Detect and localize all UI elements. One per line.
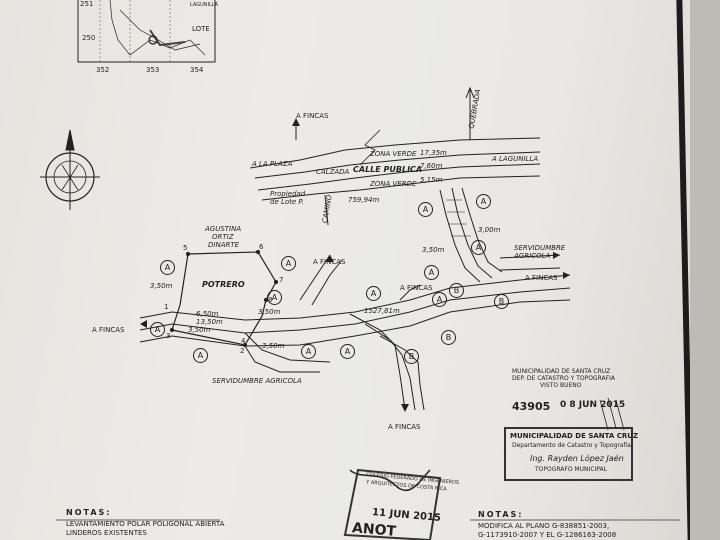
calzada-label: CALZADA	[316, 168, 350, 176]
lot-name: POTRERO	[202, 280, 245, 289]
location-marker	[148, 35, 158, 45]
map-label-lagunilla: LAGUNILLA	[190, 2, 219, 8]
zone-b-marker: B	[404, 349, 419, 364]
zone-a-marker: A	[476, 194, 491, 209]
main-distance-label: 1527,81m	[364, 307, 400, 315]
vertex-3: 3	[166, 332, 171, 340]
zona-verde-top-label: ZONA VERDE	[370, 150, 417, 158]
to-fincas-3: A FINCAS	[525, 274, 558, 282]
lot-width-s1: 3,50m	[188, 326, 211, 334]
zone-b-marker: B	[494, 294, 509, 309]
location-map-roads	[109, 0, 206, 56]
lot-width-s2: 3,50m	[262, 342, 285, 350]
zone-a-marker: A	[160, 260, 175, 275]
map-label-353: 353	[146, 66, 160, 74]
zone-a-marker: A	[193, 348, 208, 363]
map-label-352: 352	[96, 66, 110, 74]
zone-a-marker: A	[471, 240, 486, 255]
zone-a-marker: A	[301, 344, 316, 359]
notes-right-line2: G-1173910-2007 Y EL G-1286163-2008	[478, 531, 617, 539]
engineer-name: Ing. Rayden López Jaén	[530, 454, 624, 463]
to-fincas-4: A FINCAS	[92, 326, 125, 334]
dept-sub: Departamento de Catastro y Topografía	[512, 442, 631, 449]
notes-right-line1: MODIFICA AL PLANO G-838851-2003,	[478, 522, 610, 530]
servidumbre-east: SERVIDUMBRE AGRICOLA	[514, 244, 566, 260]
to-fincas-1: A FINCAS	[313, 258, 346, 266]
width-top-label: 17,35m	[420, 149, 447, 157]
lot-width-east: 3,50m	[258, 308, 281, 316]
notes-left-line1: LEVANTAMIENTO POLAR POLIGONAL ABIERTA	[66, 520, 225, 528]
map-label-251: 251	[80, 0, 94, 8]
to-plaza-label: A LA PLAZA	[252, 160, 293, 168]
zone-b-marker: B	[441, 330, 456, 345]
vertex-2: 2	[240, 347, 245, 355]
side-path	[439, 187, 503, 283]
map-label-250: 250	[82, 34, 96, 42]
colegio-signature	[349, 469, 431, 492]
road-distance-label: 759,94m	[348, 196, 380, 204]
vertex-6: 6	[259, 243, 264, 251]
lot-owner-line3: DINARTE	[208, 241, 240, 249]
lot-seg-b: 13,50m	[196, 318, 223, 326]
width-bottom-label: 5,15m	[420, 176, 443, 184]
notes-right-header: NOTAS:	[478, 510, 524, 519]
muni-line2: DEP. DE CATASTRO Y TOPOGRAFIA	[512, 375, 615, 382]
to-fincas-north-label: A FINCAS	[296, 112, 329, 120]
vertex-5: 5	[183, 244, 188, 252]
desk-background	[690, 0, 720, 540]
muni-line3: VISTO BUENO	[540, 382, 582, 389]
zone-a-marker: A	[281, 256, 296, 271]
zone-a-marker: A	[366, 286, 381, 301]
date-stamp: 0 8 JUN 2015	[560, 400, 626, 410]
dept-title: MUNICIPALIDAD DE SANTA CRUZ	[510, 432, 639, 440]
notes-left-line2: LINDEROS EXISTENTES	[66, 529, 147, 537]
map-label-lote: LOTE	[192, 25, 210, 33]
lot-owner-line2: ORTIZ	[212, 233, 234, 241]
map-label-354: 354	[190, 66, 204, 74]
signature-mark	[599, 397, 625, 431]
lot-owner-line1: AGUSTINA	[205, 225, 242, 233]
muni-stamp-frame	[504, 427, 633, 481]
to-fincas-5: A FINCAS	[388, 423, 421, 431]
side-width-1: 3,00m	[478, 226, 501, 234]
width-mid-label: 7,60m	[420, 162, 443, 170]
engineer-role: TOPOGRAFO MUNICIPAL	[535, 466, 607, 473]
muni-line1: MUNICIPALIDAD DE SANTA CRUZ	[512, 368, 611, 375]
owner-line1: Propiedad	[270, 190, 306, 198]
vertex-7: 7	[279, 276, 284, 284]
owner-line2: de Lote P.	[270, 198, 304, 206]
zone-b-marker: B	[449, 283, 464, 298]
zone-a-marker: A	[150, 322, 165, 337]
public-road	[249, 86, 541, 226]
zona-verde-bottom-label: ZONA VERDE	[370, 180, 417, 188]
zone-a-marker: A	[424, 265, 439, 280]
file-number: 43905	[512, 400, 551, 413]
servidumbre-south: SERVIDUMBRE AGRICOLA	[212, 377, 302, 385]
vertex-4: 4	[241, 337, 246, 345]
zone-a-marker: A	[418, 202, 433, 217]
calle-publica-label: CALLE PUBLICA	[353, 165, 423, 174]
zone-a-marker: A	[432, 292, 447, 307]
north-arrow-icon	[40, 129, 100, 210]
direction-arrows	[140, 118, 570, 412]
lot-width-west: 3,50m	[150, 282, 173, 290]
lot-seg-a: 6,50m	[196, 310, 219, 318]
vertex-1: 1	[164, 303, 169, 311]
notes-left-header: NOTAS:	[66, 508, 112, 517]
zone-a-marker: A	[340, 344, 355, 359]
to-fincas-2: A FINCAS	[400, 284, 433, 292]
side-width-2: 3,50m	[422, 246, 445, 254]
colegio-stamp-frame	[343, 468, 442, 540]
location-map-frame	[77, 0, 216, 63]
zone-a-marker: A	[267, 290, 282, 305]
to-lagunilla-label: A LAGUNILLA	[492, 155, 539, 163]
